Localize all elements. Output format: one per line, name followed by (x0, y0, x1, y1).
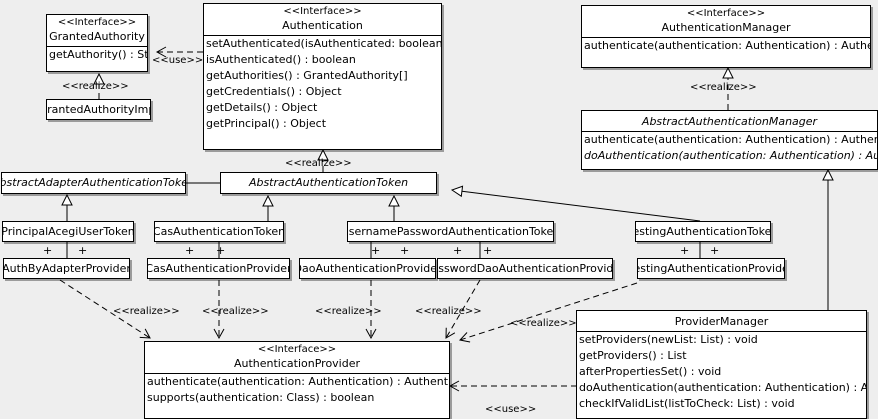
member-list: authenticate(authentication: Authenticat… (582, 38, 870, 54)
stereotype-label: <<Interface>> (283, 6, 362, 17)
member-item: doAuthentication(authentication: Authent… (579, 381, 866, 394)
association-multiplicity-marker: + (78, 244, 88, 257)
association-multiplicity-marker: + (680, 244, 690, 257)
class-granted-authority[interactable]: <<Interface>> GrantedAuthority getAuthor… (46, 14, 148, 72)
relationship-label-use-provider-manager: <<use>> (485, 404, 537, 415)
class-password-dao-authentication-provider[interactable]: PasswordDaoAuthenticationProvider (437, 258, 613, 279)
class-name: ProviderManager (674, 315, 769, 328)
member-list: authenticate(authentication: Authenticat… (582, 132, 877, 164)
relationship-label-realize-dao-authentication-provider: <<realize>> (315, 306, 382, 317)
class-provider-manager[interactable]: ProviderManager setProviders(newList: Li… (576, 310, 867, 419)
member-item: doAuthentication(authentication: Authent… (584, 149, 877, 162)
member-list: setProviders(newList: List) : void getPr… (577, 332, 866, 412)
stereotype-label: <<Interface>> (257, 344, 337, 355)
association-multiplicity-marker: + (371, 244, 381, 257)
member-item: getDetails() : Object (206, 101, 318, 114)
class-name: AuthByAdapterProvider (3, 261, 130, 275)
class-name: CasAuthenticationToken (154, 224, 284, 238)
member-item: getPrincipal() : Object (206, 117, 327, 130)
relationship-label-realize-granted-authority-impl: <<realize>> (62, 81, 129, 92)
relationship-label-realize-cas-authentication-provider: <<realize>> (202, 306, 269, 317)
relationship-label-use-granted-authority: <<use>> (152, 55, 204, 66)
class-name: PasswordDaoAuthenticationProvider (438, 261, 613, 275)
association-multiplicity-marker: + (483, 244, 493, 257)
member-item: getCredentials() : Object (206, 85, 342, 98)
relationship-label-realize-abstract-authentication-token: <<realize>> (285, 158, 352, 169)
stereotype-label: <<Interface>> (686, 8, 766, 19)
member-item: authenticate(authentication: Authenticat… (584, 39, 870, 52)
relationship-label-realize-password-dao-authentication-provider: <<realize>> (415, 306, 482, 317)
association-multiplicity-marker: + (400, 244, 410, 257)
class-authentication-manager[interactable]: <<Interface>> AuthenticationManager auth… (581, 5, 871, 68)
member-item: setAuthenticated(isAuthenticated: boolea… (206, 37, 442, 50)
section-divider (47, 46, 147, 47)
class-header: <<Interface>> GrantedAuthority (47, 15, 147, 46)
class-name: AbstractAdapterAuthenticationToken (1, 176, 186, 189)
member-item: getAuthority() : String (49, 48, 147, 61)
class-name: GrantedAuthority (49, 30, 145, 43)
member-item: setProviders(newList: List) : void (579, 333, 758, 346)
class-auth-by-adapter-provider[interactable]: AuthByAdapterProvider (3, 258, 130, 279)
section-divider (204, 35, 441, 36)
class-testing-authentication-provider[interactable]: TestingAuthenticationProvider (637, 258, 785, 279)
member-item: checkIfValidList(listToCheck: List) : vo… (579, 397, 795, 410)
member-item: getProviders() : List (579, 349, 687, 362)
class-username-password-authentication-token[interactable]: UsernamePasswordAuthenticationToken (347, 221, 554, 242)
member-item: authenticate(authentication: Authenticat… (147, 375, 449, 388)
class-header: <<Interface>> AuthenticationProvider (145, 342, 449, 373)
association-multiplicity-marker: + (185, 244, 195, 257)
class-name: PrincipalAcegiUserToken (2, 224, 134, 238)
class-name: AuthenticationProvider (233, 357, 361, 370)
relationship-label-realize-testing-authentication-provider: <<realize>> (510, 318, 577, 329)
class-dao-authentication-provider[interactable]: DaoAuthenticationProvider (299, 258, 436, 279)
class-header: <<Interface>> AuthenticationManager (582, 6, 870, 37)
class-granted-authority-impl[interactable]: GrantedAuthorityImpl (46, 99, 151, 120)
class-name: AuthenticationManager (661, 21, 791, 34)
association-multiplicity-marker: + (710, 244, 720, 257)
member-item: afterPropertiesSet() : void (579, 365, 722, 378)
class-authentication-provider[interactable]: <<Interface>> AuthenticationProvider aut… (144, 341, 450, 419)
member-item: getAuthorities() : GrantedAuthority[] (206, 69, 408, 82)
section-divider (145, 373, 449, 374)
class-name: CasAuthenticationProvider (147, 261, 290, 275)
member-list: authenticate(authentication: Authenticat… (145, 374, 449, 406)
stereotype-label: <<Interface>> (57, 17, 137, 28)
member-item: supports(authentication: Class) : boolea… (147, 391, 375, 404)
member-list: setAuthenticated(isAuthenticated: boolea… (204, 36, 441, 132)
class-principal-acegi-user-token[interactable]: PrincipalAcegiUserToken (2, 221, 134, 242)
class-header: AbstractAuthenticationManager (582, 111, 877, 131)
class-header: <<Interface>> Authentication (204, 4, 441, 35)
class-name: TestingAuthenticationToken (635, 224, 771, 238)
member-item: isAuthenticated() : boolean (206, 53, 356, 66)
class-cas-authentication-token[interactable]: CasAuthenticationToken (154, 221, 284, 242)
association-multiplicity-marker: + (453, 244, 463, 257)
class-name: GrantedAuthorityImpl (47, 102, 150, 116)
class-abstract-authentication-manager[interactable]: AbstractAuthenticationManager authentica… (581, 110, 878, 170)
class-abstract-authentication-token[interactable]: AbstractAuthenticationToken (220, 172, 437, 194)
association-multiplicity-marker: + (43, 244, 53, 257)
section-divider (577, 331, 866, 332)
class-testing-authentication-token[interactable]: TestingAuthenticationToken (635, 221, 771, 242)
relationship-label-realize-auth-by-adapter-provider: <<realize>> (113, 306, 180, 317)
class-header: ProviderManager (577, 311, 866, 331)
class-authentication[interactable]: <<Interface>> Authentication setAuthenti… (203, 3, 442, 150)
class-name: AbstractAuthenticationManager (641, 115, 818, 128)
member-item: authenticate(authentication: Authenticat… (584, 133, 877, 146)
class-abstract-adapter-authentication-token[interactable]: AbstractAdapterAuthenticationToken (1, 172, 186, 194)
association-multiplicity-marker: + (216, 244, 226, 257)
section-divider (582, 37, 870, 38)
class-name: Authentication (282, 19, 363, 32)
relationship-label-realize-abstract-authentication-manager: <<realize>> (690, 82, 757, 93)
class-name: AbstractAuthenticationToken (248, 176, 409, 189)
member-list: getAuthority() : String (47, 47, 147, 63)
class-cas-authentication-provider[interactable]: CasAuthenticationProvider (147, 258, 290, 279)
class-name: TestingAuthenticationProvider (638, 261, 784, 275)
class-name: DaoAuthenticationProvider (299, 261, 436, 275)
section-divider (582, 131, 877, 132)
class-name: UsernamePasswordAuthenticationToken (347, 224, 554, 238)
